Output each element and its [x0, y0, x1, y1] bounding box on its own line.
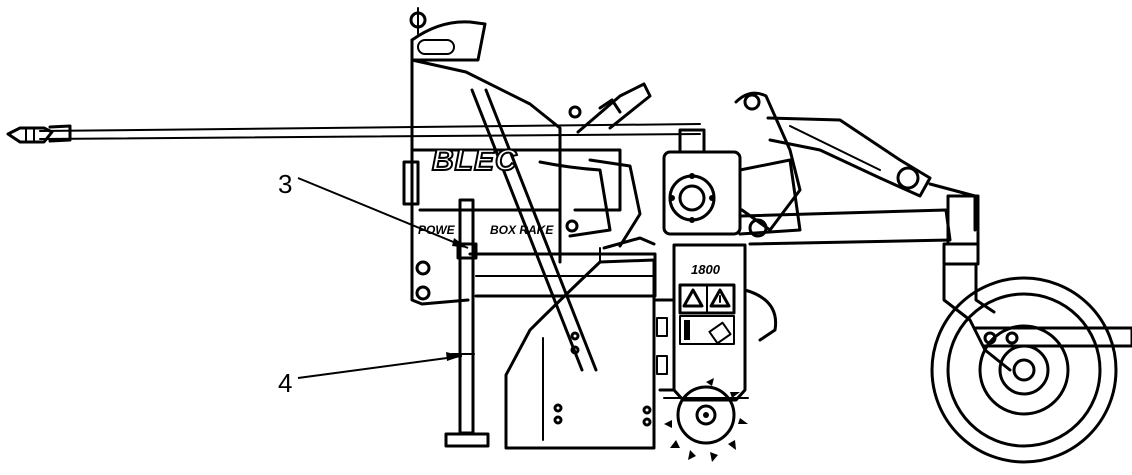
top-link-arm [734, 91, 932, 232]
model-decal-right: BOX RAKE [490, 223, 554, 237]
rotor-shield [504, 236, 656, 450]
callout-label-3: 3 [278, 169, 292, 199]
size-plate-text: 1800 [691, 262, 721, 277]
wheel-support-arm [740, 182, 980, 266]
adjust-handle [568, 82, 652, 134]
gauge-wheel [930, 264, 1132, 464]
leader-line-4 [297, 355, 463, 379]
callout-4: 4 [278, 352, 463, 398]
hitch-tower [409, 7, 598, 372]
leader-arrow-4 [446, 352, 462, 361]
leader-line-3 [297, 177, 469, 249]
warning-decals [678, 283, 736, 345]
callout-label-4: 4 [278, 368, 292, 398]
brand-decal-text: BLEC [432, 144, 518, 177]
hydraulic-hoses [6, 123, 701, 144]
brand-decal: BLEC POWE BOX RAKE 1800 [418, 143, 721, 277]
callout-3: 3 [278, 169, 469, 249]
leader-arrow-3 [452, 238, 468, 248]
model-decal-left: POWE [418, 223, 456, 237]
rotor [663, 378, 749, 462]
